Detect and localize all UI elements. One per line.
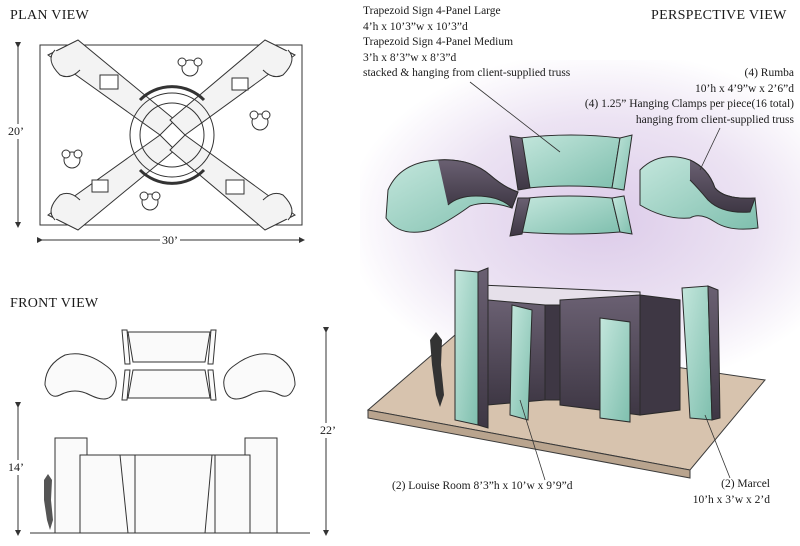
plan-seats [61, 57, 271, 211]
marcel-note: (2) Marcel 10’h x 3’w x 2’d [693, 477, 770, 508]
trapezoid-note-line: Trapezoid Sign 4-Panel Medium [363, 36, 514, 48]
rumba-note-line: 10’h x 4’9”w x 2’6”d [694, 82, 794, 95]
rumba-note-line: (4) Rumba [744, 67, 794, 79]
plan-footprint [39, 44, 303, 226]
perspective-rooms [430, 267, 721, 429]
plan-view [15, 39, 305, 243]
plan-ring-outer [129, 92, 215, 178]
front-total-height-label: 22’ [318, 423, 338, 438]
trapezoid-note-line: 3’h x 8’3”w x 8’3”d [363, 51, 457, 64]
perspective-view-heading: PERSPECTIVE VIEW [651, 8, 787, 23]
trapezoid-note: Trapezoid Sign 4-Panel Large 4’h x 10’3”… [363, 4, 570, 82]
front-view-heading: FRONT VIEW [10, 296, 99, 311]
leader-lines [469, 81, 731, 481]
marcel-note-line: 10’h x 3’w x 2’d [692, 493, 770, 506]
rumba-note-line: (4) 1.25” Hanging Clamps per piece(16 to… [584, 98, 794, 110]
louise-room-note: (2) Louise Room 8’3”h x 10’w x 9’9”d [392, 480, 573, 492]
front-view [15, 327, 329, 536]
plan-view-heading: PLAN VIEW [10, 8, 90, 23]
trapezoid-note-line: Trapezoid Sign 4-Panel Large [363, 5, 501, 17]
rumba-note: (4) Rumba 10’h x 4’9”w x 2’6”d (4) 1.25”… [585, 66, 794, 128]
trapezoid-note-line: 4’h x 10’3”w x 10’3”d [363, 20, 468, 33]
plan-rumba-arms [47, 39, 296, 231]
perspective-signs [385, 134, 759, 237]
plan-depth-label: 20’ [6, 124, 26, 139]
trapezoid-note-line: stacked & hanging from client-supplied t… [363, 67, 571, 79]
rumba-note-line: hanging from client-supplied truss [635, 113, 794, 126]
plan-furniture [91, 74, 249, 195]
front-left-height-label: 14’ [6, 460, 26, 475]
plan-width-label: 30’ [160, 233, 180, 248]
marcel-note-line: (2) Marcel [721, 478, 770, 490]
plan-ring-inner [139, 102, 205, 168]
